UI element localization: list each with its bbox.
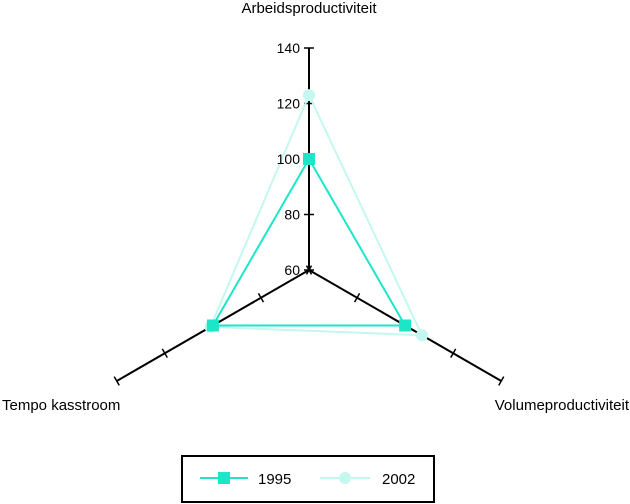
tick-tempo-kasstroom-60 xyxy=(305,265,313,275)
tick-volumeproductiviteit-140 xyxy=(498,376,505,386)
legend: 1995 2002 xyxy=(181,455,435,503)
tick-label-140: 140 xyxy=(277,40,301,56)
marker-2002-arbeidsproductiviteit xyxy=(303,89,315,102)
tick-tempo-kasstroom-120 xyxy=(161,348,168,358)
marker-1995-tempo-kasstroom xyxy=(206,319,219,332)
tick-label-80: 80 xyxy=(284,207,300,223)
series-layer xyxy=(204,89,428,342)
legend-label-2002: 2002 xyxy=(382,471,415,488)
tick-label-100: 100 xyxy=(277,151,301,167)
tick-label-120: 120 xyxy=(277,96,301,112)
legend-marker-2002 xyxy=(339,472,351,484)
axis-label-tempo-kasstroom: Tempo kasstroom xyxy=(2,397,120,414)
marker-1995-volumeproductiviteit xyxy=(399,319,412,332)
tick-volumeproductiviteit-80 xyxy=(353,293,361,303)
marker-2002-volumeproductiviteit xyxy=(415,329,428,342)
marker-1995-arbeidsproductiviteit xyxy=(303,153,315,165)
tick-label-60: 60 xyxy=(284,262,300,278)
series-line-1995 xyxy=(211,156,407,327)
tick-tempo-kasstroom-140 xyxy=(113,376,120,386)
legend-box xyxy=(181,455,435,503)
legend-label-1995: 1995 xyxy=(258,471,291,488)
tick-volumeproductiviteit-120 xyxy=(450,348,457,358)
axis-label-volumeproductiviteit: Volumeproductiviteit xyxy=(495,397,630,414)
tick-tempo-kasstroom-80 xyxy=(257,293,265,303)
legend-marker-1995 xyxy=(218,472,230,484)
labels-layer: Arbeidsproductiviteit Volumeproductivite… xyxy=(2,0,630,414)
series-line-2002 xyxy=(208,92,424,337)
axis-label-arbeidsproductiviteit: Arbeidsproductiviteit xyxy=(241,0,377,17)
